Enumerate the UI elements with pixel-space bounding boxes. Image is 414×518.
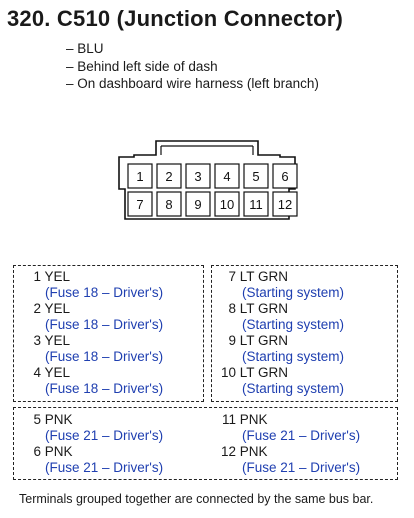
- terminal-entry: 9 LT GRN (Starting system): [220, 333, 344, 365]
- wire-color: LT GRN: [239, 269, 289, 284]
- bus-bar-group-bottom: [13, 407, 398, 480]
- wire-description: (Starting system): [242, 317, 345, 332]
- terminal-cavity-9: [185, 191, 211, 217]
- terminal-label-6: 6: [281, 169, 288, 184]
- footnote: Terminals grouped together are connected…: [19, 492, 374, 506]
- wire-color: PNK: [239, 412, 268, 427]
- terminal-entry: 3 YEL (Fuse 18 – Driver's): [28, 333, 163, 365]
- terminal-cavity-11: [243, 191, 269, 217]
- terminal-number: 8: [228, 301, 236, 316]
- wire-color: PNK: [44, 444, 73, 459]
- terminal-number: 5: [33, 412, 41, 427]
- terminal-cavity-6: [272, 163, 298, 189]
- terminal-cavity-4: [214, 163, 240, 189]
- wire-description: (Starting system): [242, 349, 345, 364]
- wire-description: (Fuse 21 – Driver's): [45, 460, 164, 475]
- terminal-number: 12: [220, 444, 236, 459]
- terminal-entry: 1 YEL (Fuse 18 – Driver's): [28, 269, 163, 301]
- terminal-cavity-7: [127, 191, 153, 217]
- page-title: 320. C510 (Junction Connector): [7, 6, 344, 31]
- terminal-number: 9: [228, 333, 236, 348]
- terminal-label-5: 5: [252, 169, 259, 184]
- wire-description: (Fuse 21 – Driver's): [242, 460, 361, 475]
- terminal-label-10: 10: [220, 197, 234, 212]
- terminal-cavity-8: [156, 191, 182, 217]
- terminal-number: 10: [220, 365, 236, 380]
- terminal-label-9: 9: [194, 197, 201, 212]
- wire-description: (Fuse 18 – Driver's): [45, 285, 164, 300]
- terminal-entry: 5 PNK (Fuse 21 – Driver's): [28, 412, 163, 444]
- wire-description: (Fuse 18 – Driver's): [45, 381, 164, 396]
- terminal-cavity-10: [214, 191, 240, 217]
- terminal-number: 6: [33, 444, 41, 459]
- wire-description: (Fuse 21 – Driver's): [242, 428, 361, 443]
- wire-description: (Fuse 18 – Driver's): [45, 317, 164, 332]
- terminal-label-3: 3: [194, 169, 201, 184]
- terminal-number: 2: [33, 301, 41, 316]
- terminal-entry: 4 YEL (Fuse 18 – Driver's): [28, 365, 163, 397]
- terminal-number: 3: [33, 333, 41, 348]
- wire-color: YEL: [44, 269, 71, 284]
- note-color: – BLU: [66, 41, 104, 56]
- terminal-entry: 2 YEL (Fuse 18 – Driver's): [28, 301, 163, 333]
- terminal-entry: 10 LT GRN (Starting system): [220, 365, 344, 397]
- terminal-entry: 12 PNK (Fuse 21 – Driver's): [220, 444, 360, 476]
- wire-color: PNK: [239, 444, 268, 459]
- wire-color: YEL: [44, 365, 71, 380]
- terminal-entry: 7 LT GRN (Starting system): [220, 269, 344, 301]
- terminal-label-12: 12: [278, 197, 292, 212]
- terminal-number: 4: [33, 365, 41, 380]
- bus-bar-group-left: [13, 265, 204, 402]
- terminal-entry: 6 PNK (Fuse 21 – Driver's): [28, 444, 163, 476]
- terminal-label-4: 4: [223, 169, 230, 184]
- terminal-number: 11: [221, 412, 236, 427]
- wire-description: (Fuse 21 – Driver's): [45, 428, 164, 443]
- terminal-number: 7: [228, 269, 236, 284]
- terminal-number: 1: [33, 269, 41, 284]
- terminal-label-8: 8: [165, 197, 172, 212]
- terminal-cavity-3: [185, 163, 211, 189]
- wire-color: YEL: [44, 301, 71, 316]
- note-harness: – On dashboard wire harness (left branch…: [66, 76, 319, 91]
- wire-color: LT GRN: [239, 301, 289, 316]
- terminal-cavity-5: [243, 163, 269, 189]
- terminal-label-11: 11: [249, 197, 263, 212]
- terminal-cavity-2: [156, 163, 182, 189]
- connector-notes: – BLU – Behind left side of dash – On da…: [66, 40, 319, 93]
- note-location: – Behind left side of dash: [66, 58, 218, 74]
- terminal-label-1: 1: [136, 169, 143, 184]
- terminal-cavity-12: [272, 191, 298, 217]
- terminal-label-2: 2: [165, 169, 172, 184]
- terminal-cavity-1: [127, 163, 153, 189]
- terminal-label-7: 7: [136, 197, 143, 212]
- wire-color: LT GRN: [239, 365, 289, 380]
- wire-description: (Starting system): [242, 285, 345, 300]
- wire-color: YEL: [44, 333, 71, 348]
- wire-description: (Starting system): [242, 381, 345, 396]
- bus-bar-group-right: [211, 265, 398, 402]
- wire-description: (Fuse 18 – Driver's): [45, 349, 164, 364]
- terminal-entry: 11 PNK (Fuse 21 – Driver's): [220, 412, 360, 444]
- terminal-entry: 8 LT GRN (Starting system): [220, 301, 344, 333]
- wire-color: PNK: [44, 412, 73, 427]
- wire-color: LT GRN: [239, 333, 289, 348]
